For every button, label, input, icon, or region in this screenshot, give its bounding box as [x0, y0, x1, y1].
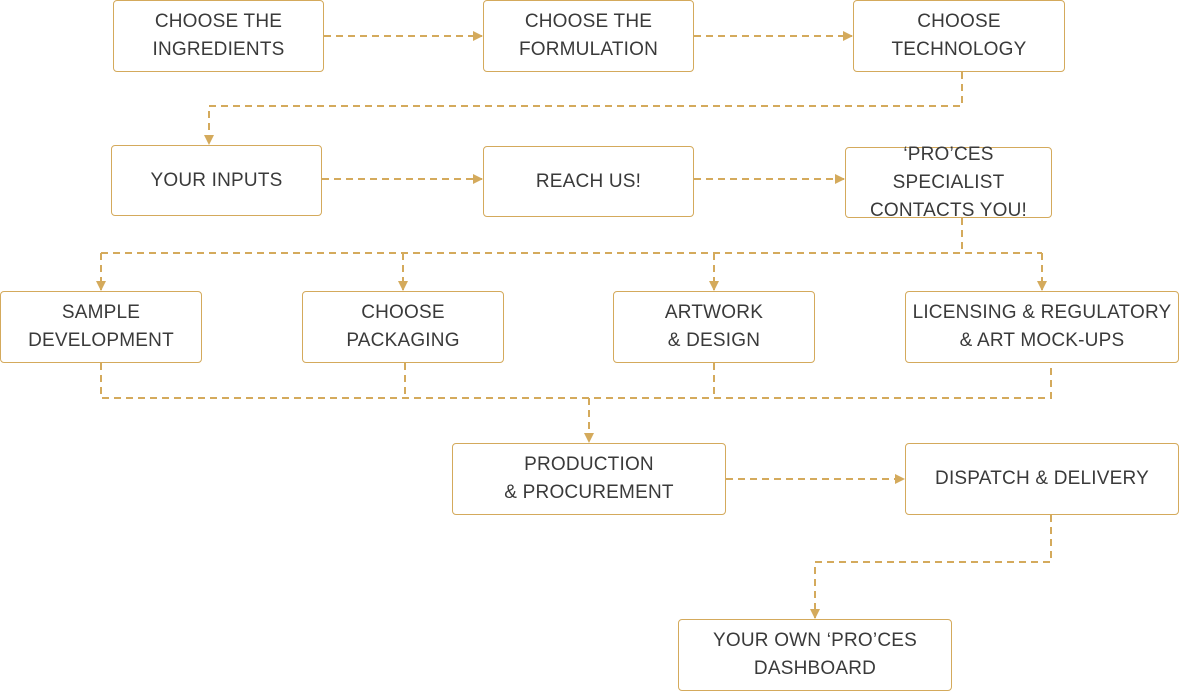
step-sample-development: SAMPLE DEVELOPMENT [0, 291, 202, 363]
step-your-inputs-label: YOUR INPUTS [150, 169, 283, 191]
step-choose-packaging-label: CHOOSE PACKAGING [346, 302, 460, 351]
step-dashboard-label: YOUR OWN ‘PRO’CES DASHBOARD [713, 630, 917, 679]
step-reach-us-label: REACH US! [535, 170, 642, 192]
step-production-procurement-label: PRODUCTION & PROCUREMENT [504, 454, 674, 503]
step-choose-ingredients: CHOOSE THE INGREDIENTS [113, 0, 324, 72]
step-licensing-regulatory: LICENSING & REGULATORY & ART MOCK-UPS [905, 291, 1179, 363]
step-choose-technology: CHOOSE TECHNOLOGY [853, 0, 1065, 72]
step-choose-technology-label: CHOOSE TECHNOLOGY [891, 11, 1027, 60]
step-specialist-contacts: ‘PRO’CES SPECIALIST CONTACTS YOU! [845, 144, 1052, 221]
connector-merge-bus [100, 363, 1052, 399]
step-dispatch-delivery: DISPATCH & DELIVERY [905, 443, 1179, 515]
step-your-inputs: YOUR INPUTS [111, 145, 322, 216]
step-specialist-contacts-label: ‘PRO’CES SPECIALIST CONTACTS YOU! [869, 143, 1028, 221]
arrow-dispatch-to-dashboard [810, 515, 1052, 619]
step-choose-formulation: CHOOSE THE FORMULATION [483, 0, 694, 72]
step-artwork-design: ARTWORK & DESIGN [613, 291, 815, 363]
step-artwork-design-label: ARTWORK & DESIGN [664, 302, 764, 351]
step-production-procurement: PRODUCTION & PROCUREMENT [452, 443, 726, 515]
step-dashboard: YOUR OWN ‘PRO’CES DASHBOARD [678, 619, 952, 691]
step-licensing-regulatory-label: LICENSING & REGULATORY & ART MOCK-UPS [912, 302, 1172, 351]
step-choose-ingredients-label: CHOOSE THE INGREDIENTS [152, 11, 285, 60]
step-reach-us: REACH US! [483, 146, 694, 217]
step-choose-packaging: CHOOSE PACKAGING [302, 291, 504, 363]
arrow-technology-to-inputs [204, 72, 963, 145]
step-dispatch-delivery-label: DISPATCH & DELIVERY [935, 468, 1149, 489]
step-sample-development-label: SAMPLE DEVELOPMENT [28, 302, 174, 351]
step-choose-formulation-label: CHOOSE THE FORMULATION [518, 11, 659, 60]
